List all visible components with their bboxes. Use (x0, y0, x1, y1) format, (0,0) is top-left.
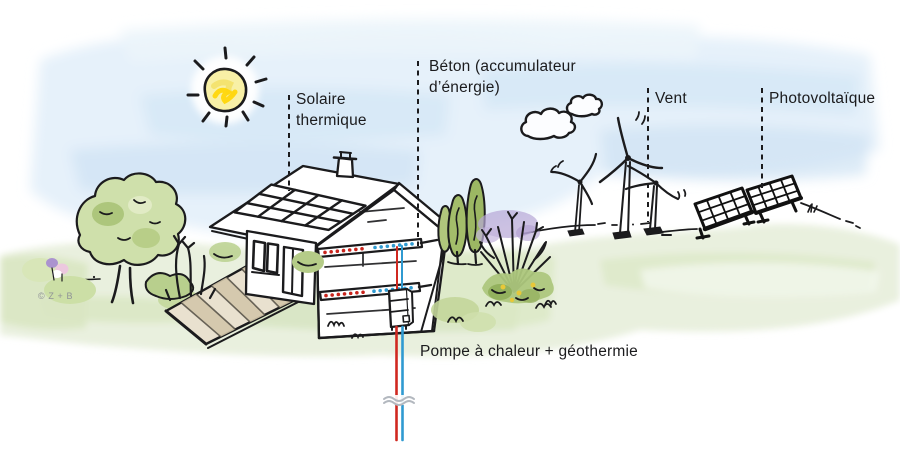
sun (186, 46, 268, 128)
window (251, 239, 280, 276)
underfloor-heating-dots (323, 241, 419, 298)
label-concrete-storage: Béton (accumulateur d’énergie) (429, 58, 576, 96)
geothermal-pipes (383, 325, 417, 442)
photovoltaic-panels (693, 174, 803, 240)
label-heat-pump-geothermal: Pompe à chaleur + géothermie (420, 343, 638, 360)
cross-section (315, 207, 439, 340)
label-solar-thermal: Solaire thermique (296, 91, 367, 129)
label-lines (288, 61, 763, 246)
credit-text: © Z + B (38, 291, 74, 301)
flowers (46, 258, 69, 282)
solar-thermal-panels (233, 183, 367, 232)
indoor-pipes (396, 245, 403, 291)
heat-pump (387, 287, 414, 331)
tall-grass (164, 234, 217, 302)
clouds (520, 93, 604, 141)
tree (75, 172, 187, 305)
wind-turbines (550, 111, 687, 240)
house (208, 151, 455, 340)
label-wind: Vent (655, 90, 687, 107)
label-photovoltaic: Photovoltaïque (769, 90, 876, 107)
greenery-right (292, 251, 557, 340)
pipe-break-mark (383, 395, 417, 406)
flower-bush (476, 210, 554, 309)
chimney (332, 151, 358, 179)
